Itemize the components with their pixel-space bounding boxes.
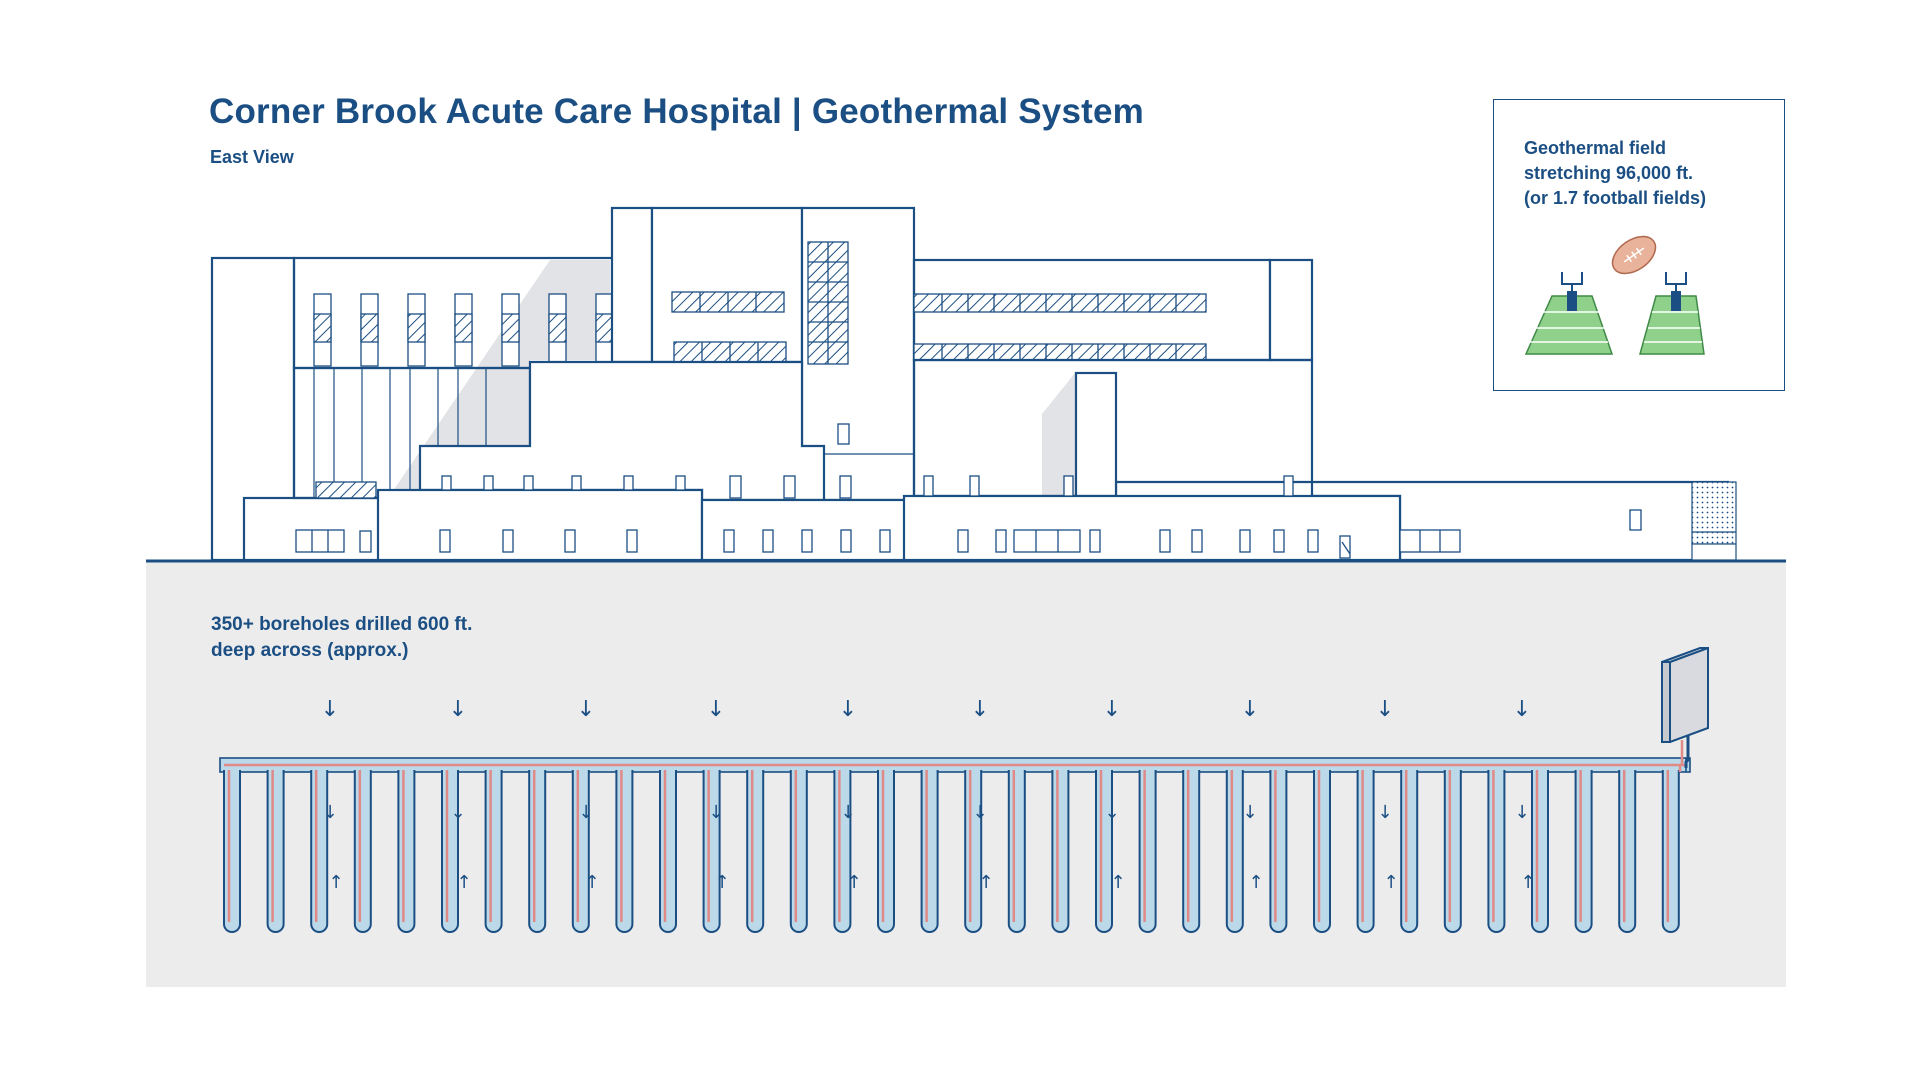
borehole-loop [789,770,808,933]
football-fields-illustration [1524,235,1705,355]
flow-arrow-down-icon: ↓ [839,697,857,722]
borehole-loop [484,770,503,933]
flow-arrow-down-icon: ↓ [1242,802,1257,823]
flow-arrow-down-icon: ↓ [321,697,339,722]
flow-arrow-down-icon: ↓ [971,697,989,722]
borehole-note: 350+ boreholes drilled 600 ft. deep acro… [211,612,541,664]
flow-arrow-down-icon: ↓ [1376,697,1394,722]
page-title: Corner Brook Acute Care Hospital | Geoth… [209,92,1144,131]
flow-arrow-down-icon: ↓ [578,802,593,823]
flow-arrow-down-icon: ↓ [1377,802,1392,823]
borehole-loop [397,770,416,933]
view-label: East View [210,147,294,167]
borehole-field [219,757,1691,933]
borehole-loop [1007,770,1026,933]
flow-arrow-down-icon: ↓ [1103,697,1121,722]
flow-arrow-down-icon: ↓ [1104,802,1119,823]
flow-arrow-up-icon: ↑ [978,872,993,893]
football-icon [1611,235,1657,275]
borehole-loop [528,770,547,933]
borehole-loop [1661,770,1680,933]
flow-arrow-down-icon: ↓ [449,697,467,722]
flow-arrow-down-icon: ↓ [972,802,987,823]
borehole-loop [833,770,852,933]
borehole-loop [441,770,459,933]
borehole-loop [1574,770,1593,933]
borehole-loop [1487,770,1506,933]
flow-arrow-up-icon: ↑ [1383,872,1398,893]
borehole-loop [1356,770,1375,933]
borehole-loop [1138,770,1157,933]
flow-arrow-up-icon: ↑ [846,872,861,893]
borehole-loop [659,770,677,933]
borehole-loop [1095,770,1113,933]
borehole-loop [310,770,329,933]
flow-arrow-up-icon: ↑ [328,872,343,893]
flow-arrows: ↓ ↓ ↑ ↓ ↓ ↑ ↓ ↓ ↑ ↓ ↓ ↑ ↓ ↓ ↑ ↓ ↓ ↑ ↓ ↓ ↑ ↓ ↓ ↑ ↓ ↓ ↑ ↓ ↓ ↑ [321,697,1536,893]
borehole-loop [1182,770,1201,933]
heat-pump-unit [1661,647,1709,772]
hospital-building [210,206,1737,562]
flow-arrow-down-icon: ↓ [1241,697,1259,722]
borehole-loop [223,770,241,933]
borehole-note-line-1: 350+ boreholes drilled 600 ft. [211,614,473,635]
flow-arrow-down-icon: ↓ [577,697,595,722]
borehole-loop [1051,770,1070,933]
flow-arrow-down-icon: ↓ [322,802,337,823]
borehole-loop [615,770,634,933]
flow-arrow-down-icon: ↓ [1513,697,1531,722]
flow-arrow-up-icon: ↑ [714,872,729,893]
flow-arrow-up-icon: ↑ [1110,872,1125,893]
callout-line-2: stretching 96,000 ft. [1524,163,1694,183]
borehole-loop [1313,770,1331,933]
borehole-loop [1400,770,1419,933]
geothermal-field-callout: Geothermal field stretching 96,000 ft. (… [1493,99,1785,391]
football-field-left [1524,295,1614,355]
borehole-loop [1443,770,1462,933]
callout-line-1: Geothermal field [1524,138,1667,158]
flow-arrow-down-icon: ↓ [1514,802,1529,823]
flow-arrow-up-icon: ↑ [1248,872,1263,893]
borehole-loop [1531,770,1549,933]
borehole-loop [920,770,939,933]
football-field-right [1639,295,1705,355]
borehole-loop [571,770,590,933]
borehole-loop [353,770,372,933]
goal-post-icon [1665,272,1687,311]
flow-arrow-down-icon: ↓ [450,802,465,823]
borehole-loop [877,770,895,933]
flow-arrow-down-icon: ↓ [707,697,725,722]
goal-post-icon [1561,272,1583,311]
callout-line-3: (or 1.7 football fields) [1524,188,1707,208]
borehole-loop [1269,770,1288,933]
flow-arrow-up-icon: ↑ [456,872,471,893]
flow-arrow-down-icon: ↓ [840,802,855,823]
borehole-loop [702,770,721,933]
borehole-note-line-2: deep across (approx.) [211,640,409,661]
flow-arrow-up-icon: ↑ [1520,872,1535,893]
flow-arrow-down-icon: ↓ [708,802,723,823]
borehole-loop [266,770,285,933]
borehole-loop [964,770,983,933]
flow-arrow-up-icon: ↑ [584,872,599,893]
borehole-loop [1618,770,1637,933]
borehole-loop [1225,770,1244,933]
borehole-loop [746,770,765,933]
callout-text: Geothermal field stretching 96,000 ft. (… [1524,136,1764,211]
